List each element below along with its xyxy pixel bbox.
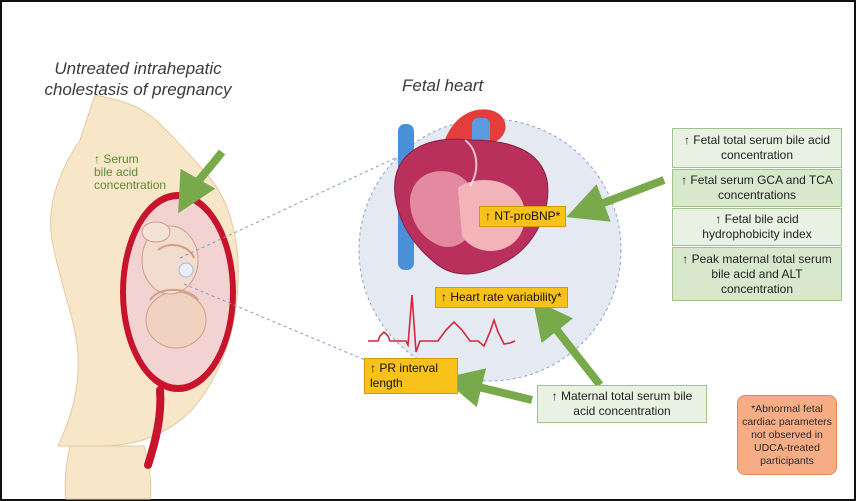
pr-interval-box: ↑ PR interval length	[364, 358, 458, 394]
factor-4-line-2: bile acid and ALT	[673, 267, 841, 282]
serum-line-3: concentration	[94, 179, 184, 192]
factor-box-peak-maternal: ↑ Peak maternal total serum bile acid an…	[672, 247, 842, 301]
factor-box-hydrophobicity: ↑ Fetal bile acid hydrophobicity index	[672, 208, 842, 246]
nt-probnp-label: ↑ NT-proBNP*	[485, 209, 560, 224]
pr-interval-line-2: length	[370, 376, 452, 391]
nt-probnp-box: ↑ NT-proBNP*	[479, 206, 566, 227]
factor-2-line-2: concentrations	[673, 188, 841, 203]
factor-box-fetal-gca-tca: ↑ Fetal serum GCA and TCA concentrations	[672, 169, 842, 207]
footnote-line-3: not observed in	[738, 429, 836, 442]
factor-box-fetal-total-bile-acid: ↑ Fetal total serum bile acid concentrat…	[672, 128, 842, 168]
maternal-title-line-2: cholestasis of pregnancy	[24, 79, 252, 100]
maternal-factor-line-2: acid concentration	[538, 404, 706, 419]
heart-rate-variability-label: ↑ Heart rate variability*	[441, 290, 562, 305]
footnote-line-4: UDCA-treated	[738, 442, 836, 455]
factor-1-line-1: ↑ Fetal total serum bile acid	[673, 133, 841, 148]
pr-interval-line-1: ↑ PR interval	[370, 361, 452, 376]
factor-1-line-2: concentration	[673, 148, 841, 163]
serum-bile-acid-label: ↑ Serum bile acid concentration	[94, 153, 184, 192]
arrow-to-pr-interval	[462, 383, 532, 400]
fetal-heart-location	[179, 263, 193, 277]
footnote-line-1: *Abnormal fetal	[738, 403, 836, 416]
factor-4-line-3: concentration	[673, 282, 841, 297]
footnote-line-5: participants	[738, 455, 836, 468]
udca-footnote: *Abnormal fetal cardiac parameters not o…	[737, 395, 837, 475]
maternal-title-line-1: Untreated intrahepatic	[24, 58, 252, 79]
maternal-factor-line-1: ↑ Maternal total serum bile	[538, 389, 706, 404]
factor-3-line-2: hydrophobicity index	[673, 227, 841, 242]
fetal-heart-title: Fetal heart	[402, 76, 483, 96]
maternal-bile-acid-box: ↑ Maternal total serum bile acid concent…	[537, 385, 707, 423]
maternal-condition-title: Untreated intrahepatic cholestasis of pr…	[24, 58, 252, 100]
factor-4-line-1: ↑ Peak maternal total serum	[673, 252, 841, 267]
footnote-line-2: cardiac parameters	[738, 416, 836, 429]
heart-rate-variability-box: ↑ Heart rate variability*	[435, 287, 568, 308]
factor-2-line-1: ↑ Fetal serum GCA and TCA	[673, 173, 841, 188]
factor-3-line-1: ↑ Fetal bile acid	[673, 212, 841, 227]
